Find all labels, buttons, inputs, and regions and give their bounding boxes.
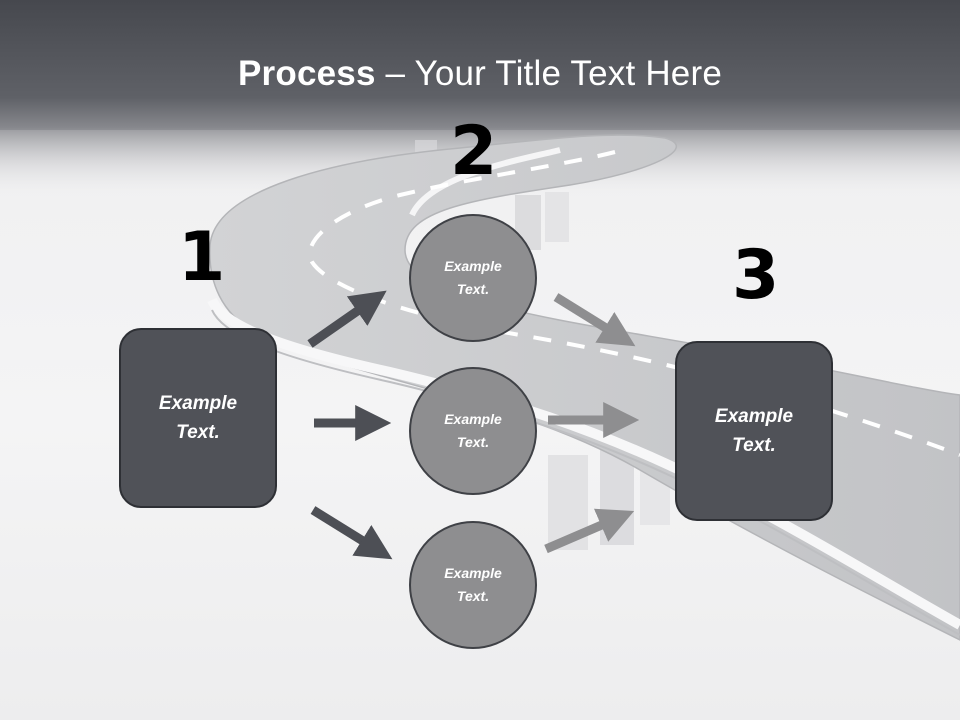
step-3-box[interactable]: Example Text. (675, 341, 833, 521)
step-number-1: 1 (178, 218, 226, 297)
road-barrier (207, 297, 960, 630)
pillar (545, 192, 569, 242)
step-1-box-text: Example Text. (158, 393, 238, 443)
step-number-3: 3 (732, 236, 780, 315)
step-2-circle-top[interactable]: Example Text. (409, 214, 537, 342)
step-number-2: 2 (450, 112, 498, 191)
slide-title: Process – Your Title Text Here (0, 52, 960, 96)
circle-top-text: Example Text. (444, 258, 502, 297)
step-2-circle-middle[interactable]: Example Text. (409, 367, 537, 495)
lane-markings (308, 150, 960, 457)
step-3-box-text: Example Text. (714, 406, 794, 456)
road-inner-barrier (409, 147, 561, 217)
title-rest: – Your Title Text Here (375, 54, 722, 93)
header-band (0, 0, 960, 130)
pillar (548, 455, 588, 550)
step-2-circle-bottom[interactable]: Example Text. (409, 521, 537, 649)
road-barrier-edge (211, 309, 960, 636)
circle-bottom-text: Example Text. (444, 565, 502, 604)
title-bold: Process (238, 54, 376, 93)
circle-middle-text: Example Text. (444, 411, 502, 450)
step-1-box[interactable]: Example Text. (119, 328, 277, 508)
